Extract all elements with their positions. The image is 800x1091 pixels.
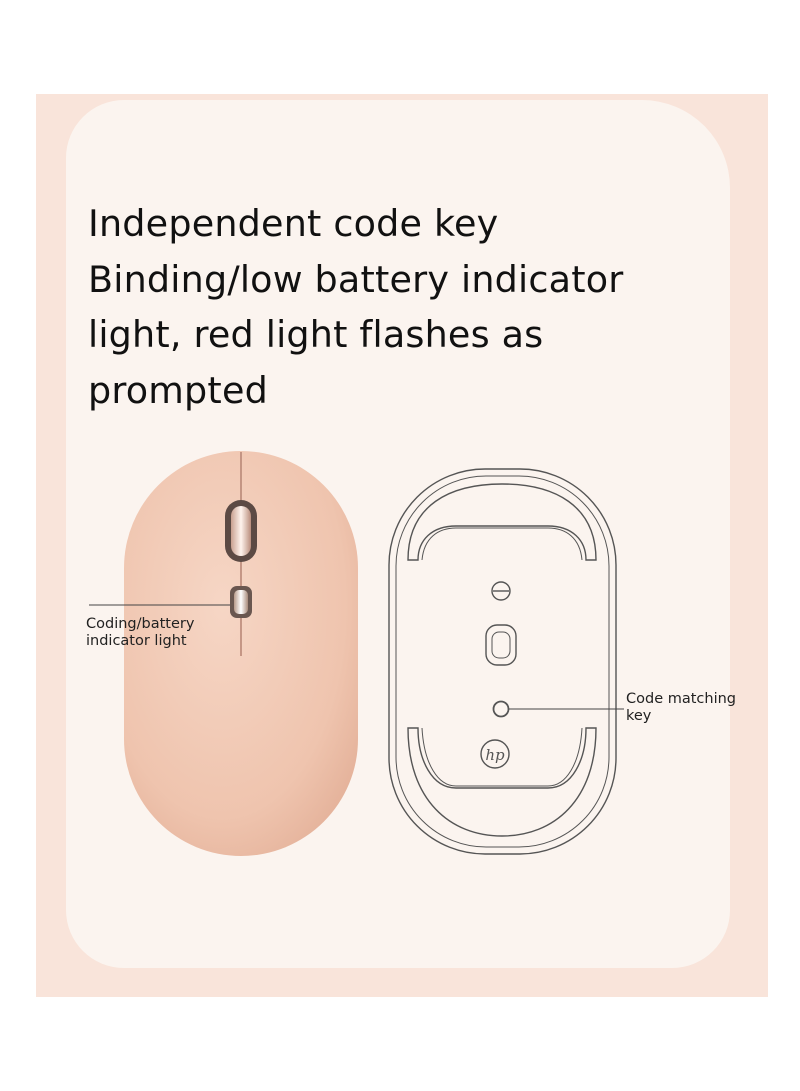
screw-icon — [491, 581, 511, 601]
headline-line: light, red light flashes as — [88, 313, 544, 356]
headline: Independent code key Binding/low battery… — [88, 196, 728, 418]
hp-logo-icon — [480, 739, 510, 769]
callout-line: indicator light — [86, 633, 187, 649]
headline-line: prompted — [88, 368, 268, 412]
headline-line: Binding/low battery indicator — [88, 257, 624, 301]
bottom-inner-outline — [395, 475, 610, 848]
optical-sensor-lens — [491, 631, 511, 659]
indicator-light-callout: Coding/battery indicator light — [86, 616, 194, 650]
optical-sensor — [485, 624, 517, 666]
top-foot-pad — [407, 483, 597, 561]
bottom-foot-pad — [407, 727, 597, 837]
callout-line: Code matching — [626, 691, 737, 707]
indicator-light — [234, 590, 248, 614]
mouse-top-view — [124, 451, 358, 856]
headline-line: Independent code key — [88, 202, 499, 245]
callout-line: Coding/battery — [86, 616, 195, 632]
hp-logo-text: hp — [485, 746, 505, 764]
callout-line: key — [626, 708, 652, 724]
bottom-foot-pad-inner — [421, 727, 583, 787]
code-matching-button — [492, 700, 510, 718]
code-key-callout: Code matching key — [626, 691, 736, 725]
mouse-bottom-view — [388, 468, 617, 855]
bottom-outline — [388, 468, 617, 855]
scroll-wheel — [231, 506, 251, 556]
top-foot-pad-inner — [421, 527, 583, 561]
